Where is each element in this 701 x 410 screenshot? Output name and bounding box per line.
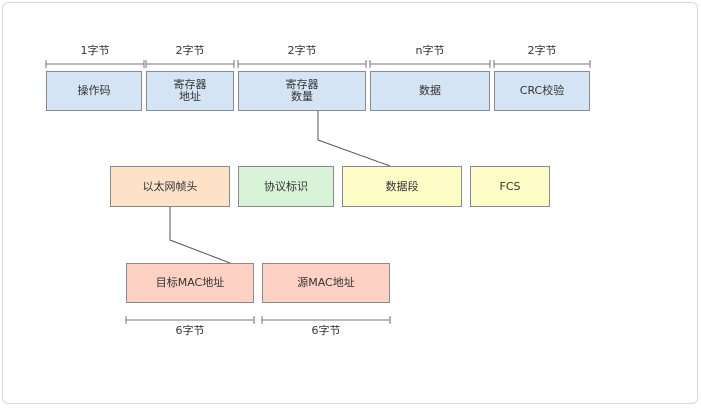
field-label: 目标MAC地址: [155, 276, 225, 289]
field-label: 数据: [419, 84, 441, 97]
field-data: 数据: [370, 71, 490, 111]
field-dest-mac: 目标MAC地址: [126, 263, 254, 303]
field-crc: CRC校验: [494, 71, 590, 111]
size-label: 6字节: [175, 324, 205, 337]
field-opcode: 操作码: [46, 71, 142, 111]
field-register-address: 寄存器 地址: [146, 71, 234, 111]
field-label: 源MAC地址: [297, 276, 355, 289]
field-label: 寄存器: [285, 78, 319, 91]
field-label: 数据段: [385, 179, 419, 193]
field-label: CRC校验: [519, 84, 565, 97]
field-data-segment: 数据段: [342, 166, 462, 207]
field-label: 数量: [291, 90, 313, 103]
size-label: 2字节: [175, 44, 205, 57]
field-label: 地址: [179, 90, 201, 103]
size-label: 1字节: [80, 44, 110, 57]
field-src-mac: 源MAC地址: [262, 263, 390, 303]
size-label: n字节: [415, 44, 445, 57]
size-label: 6字节: [311, 324, 341, 337]
field-label: 寄存器: [173, 78, 207, 91]
size-label: 2字节: [527, 44, 557, 57]
field-ethernet-header: 以太网帧头: [110, 166, 230, 207]
field-label: 以太网帧头: [142, 179, 198, 193]
field-label: 操作码: [77, 84, 111, 97]
field-label: 协议标识: [264, 179, 308, 193]
field-label: FCS: [499, 179, 521, 193]
field-protocol-id: 协议标识: [238, 166, 334, 207]
size-label: 2字节: [287, 44, 317, 57]
field-fcs: FCS: [470, 166, 550, 207]
field-register-count: 寄存器 数量: [238, 71, 366, 111]
